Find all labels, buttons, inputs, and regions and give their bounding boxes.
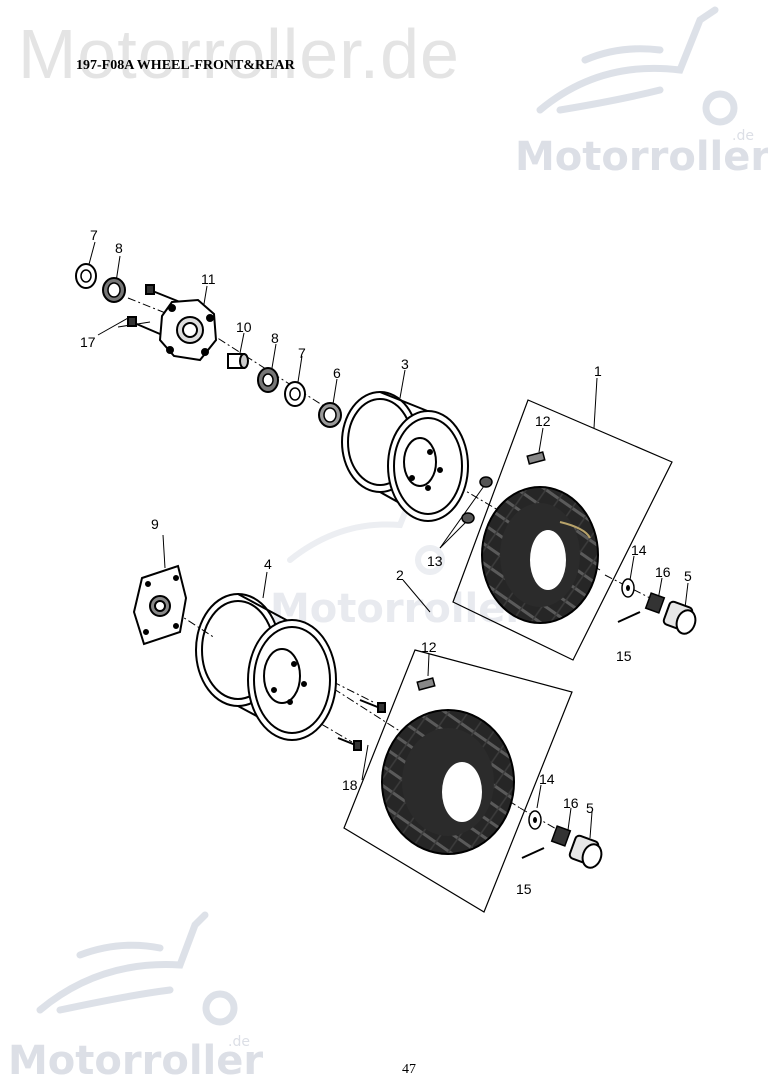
callout-3: 3: [401, 356, 409, 372]
front-tire-icon: [481, 486, 599, 624]
page-number: 47: [402, 1062, 416, 1077]
bolt-icon: [127, 284, 181, 335]
scooter-logo-icon: [536, 6, 738, 126]
axle-washer-icon: [528, 578, 635, 830]
callout-15-rear: 15: [516, 881, 532, 897]
callout-14-rear: 14: [539, 771, 555, 787]
callout-5-front: 5: [684, 568, 692, 584]
callout-17: 17: [80, 334, 96, 350]
watermark-suffix-top: .de: [732, 128, 754, 144]
tire-kit-frame-front: [452, 399, 673, 661]
watermark-brand-top: Motorroller: [515, 134, 768, 180]
watermark-suffix-bottom: .de: [228, 1034, 250, 1050]
callout-9: 9: [151, 516, 159, 532]
scooter-logo-icon: [287, 492, 445, 575]
callout-16-rear: 16: [563, 795, 579, 811]
oil-seal-lower-icon: [284, 381, 306, 407]
page-title: 197-F08A WHEEL-FRONT&REAR: [76, 58, 295, 73]
roller-bearing-icon: [318, 402, 342, 428]
cotter-pin-icon: [521, 611, 641, 859]
callout-16-front: 16: [655, 564, 671, 580]
callout-18: 18: [342, 777, 358, 793]
wheel-bolt-icon: [337, 699, 386, 751]
callout-1: 1: [594, 363, 602, 379]
scooter-logo-icon: [36, 911, 238, 1026]
hub-cap-icon: [568, 600, 697, 869]
callout-7-lower: 7: [298, 345, 306, 361]
castle-nut-icon: [550, 592, 666, 847]
callout-2: 2: [396, 567, 404, 583]
tire-kit-frame-rear: [343, 649, 573, 913]
callout-4: 4: [264, 556, 272, 572]
callout-8-upper: 8: [115, 240, 123, 256]
spacer-icon: [227, 353, 249, 369]
wheel-nut-icon: [461, 476, 493, 524]
rear-tire-icon: [381, 709, 515, 855]
front-hub-icon: [158, 298, 218, 362]
front-rim-icon: [341, 391, 469, 522]
watermark-brand-middle: Motorroller: [270, 586, 526, 632]
callout-10: 10: [236, 319, 252, 335]
rear-rim-icon: [195, 593, 337, 741]
callout-13: 13: [427, 553, 443, 569]
valve-icon: [416, 451, 546, 691]
bearing-upper-icon: [102, 277, 126, 303]
callout-7-upper: 7: [90, 227, 98, 243]
callout-labels: 7 8 11 17 10 8 7 6 3 1 12 9 13 14 16 5 2…: [80, 227, 692, 897]
callout-11: 11: [201, 271, 216, 287]
callout-6: 6: [333, 365, 341, 381]
oil-seal-upper-icon: [75, 263, 97, 289]
rear-hub-icon: [132, 564, 188, 646]
callout-5-rear: 5: [586, 800, 594, 816]
callout-12-front: 12: [535, 413, 551, 429]
callout-15-front: 15: [616, 648, 632, 664]
bearing-lower-icon: [257, 367, 279, 393]
callout-8-lower: 8: [271, 330, 279, 346]
callout-12-rear: 12: [421, 639, 437, 655]
watermark-brand-bottom: Motorroller: [8, 1038, 264, 1084]
watermark-site-text: Motorroller.de: [18, 15, 460, 93]
callout-14-front: 14: [631, 542, 647, 558]
